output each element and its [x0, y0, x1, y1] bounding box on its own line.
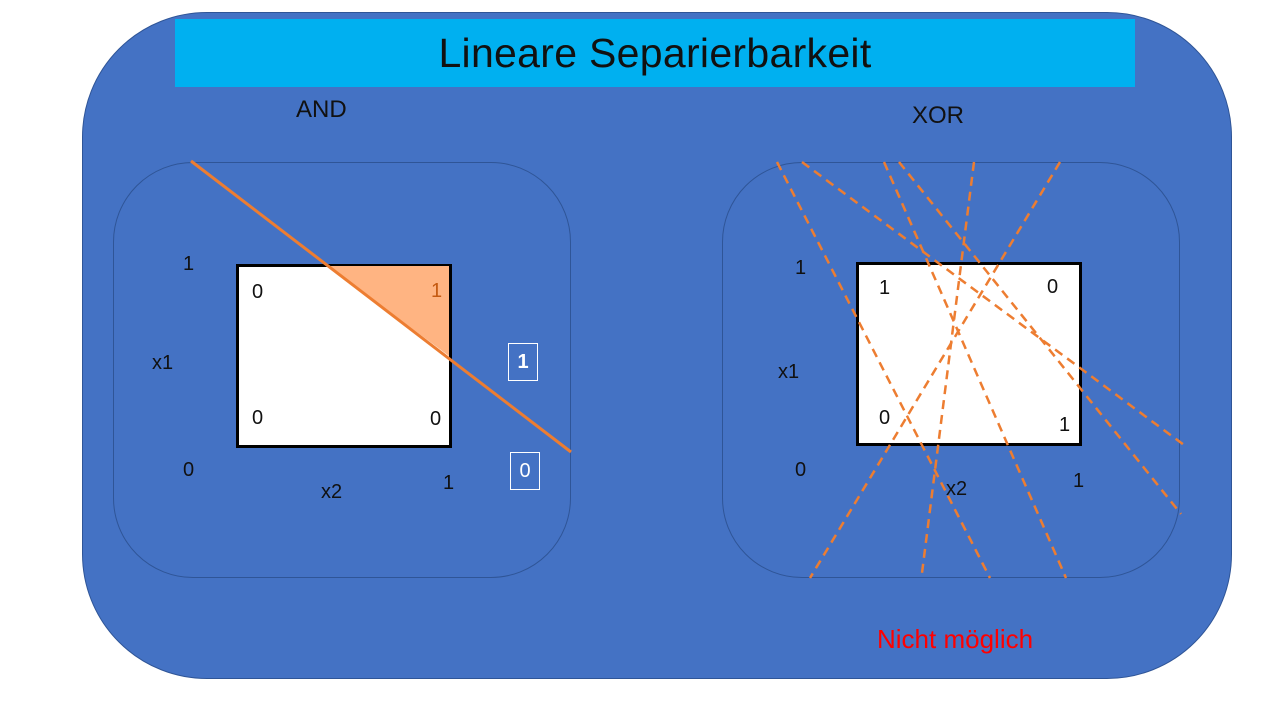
xor-attempt-line-4 [898, 161, 1182, 515]
and-tick-x1-1: 1 [183, 253, 195, 275]
xor-axis-x2-label: x2 [946, 478, 968, 500]
and-cell-bottom-left: 0 [252, 407, 264, 429]
xor-heading: XOR [912, 102, 965, 129]
and-class-one-label: 1 [508, 343, 538, 381]
and-cell-top-left: 0 [252, 281, 264, 303]
xor-axis-x1-label: x1 [778, 361, 800, 383]
and-cell-top-right: 1 [431, 280, 443, 302]
xor-cell-top-right: 0 [1047, 276, 1059, 298]
and-panel [113, 162, 571, 578]
xor-attempt-line-1 [775, 161, 992, 579]
and-heading: AND [296, 96, 347, 123]
and-axis-x1-label: x1 [152, 352, 174, 374]
and-tick-origin-0: 0 [183, 459, 195, 481]
and-tick-x2-1: 1 [443, 472, 455, 494]
xor-cell-bottom-left: 0 [879, 407, 891, 429]
xor-unit-square [856, 262, 1082, 446]
and-class-zero-label: 0 [510, 452, 540, 490]
xor-tick-x1-1: 1 [795, 257, 807, 279]
xor-tick-origin-0: 0 [795, 459, 807, 481]
xor-attempt-line-3 [882, 161, 1068, 579]
and-separator-line [190, 159, 572, 454]
and-axis-x2-label: x2 [321, 481, 343, 503]
xor-panel [722, 162, 1180, 578]
title-bar: Lineare Separierbarkeit [175, 19, 1135, 87]
xor-attempt-line-5 [920, 161, 976, 574]
and-cell-bottom-right: 0 [430, 408, 442, 430]
xor-attempt-line-6 [808, 161, 1062, 579]
xor-tick-x2-1: 1 [1073, 470, 1085, 492]
xor-cell-bottom-right: 1 [1059, 414, 1071, 436]
xor-attempt-lines [775, 160, 1185, 579]
xor-cell-top-left: 1 [879, 277, 891, 299]
slide-title: Lineare Separierbarkeit [438, 29, 872, 76]
xor-not-possible-note: Nicht möglich [877, 624, 1034, 654]
xor-attempt-line-2 [801, 160, 1185, 447]
